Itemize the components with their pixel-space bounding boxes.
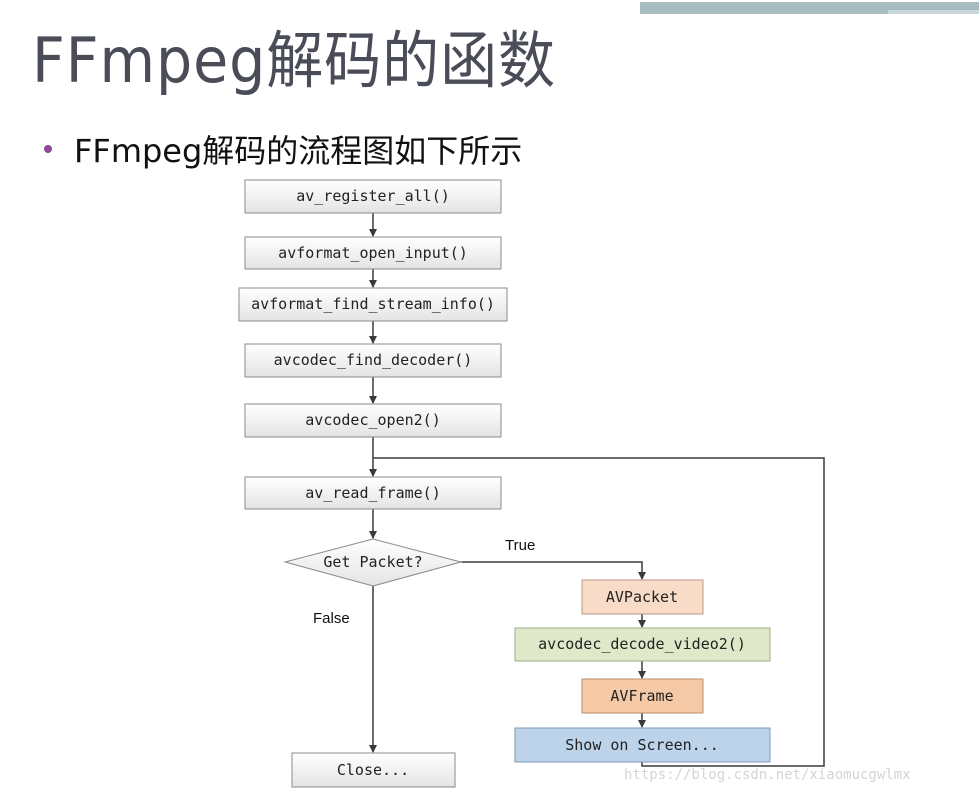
node-label: Get Packet? xyxy=(323,553,422,571)
edge-loop-back xyxy=(373,457,825,767)
node-register-all: av_register_all() xyxy=(244,179,502,214)
edge-decision-avpacket xyxy=(461,561,646,580)
edge-label-false: False xyxy=(313,610,350,627)
node-open-input: avformat_open_input() xyxy=(244,236,502,270)
node-label: Close... xyxy=(337,761,409,779)
watermark-url: https://blog.csdn.net/xiaomucgwlmx xyxy=(624,767,911,783)
node-label: avcodec_decode_video2() xyxy=(538,635,746,653)
node-label: avcodec_open2() xyxy=(305,411,440,429)
node-label: avformat_open_input() xyxy=(278,244,468,262)
node-label: av_register_all() xyxy=(296,187,450,205)
node-get-packet-decision: Get Packet? xyxy=(283,538,463,587)
bullet-item: FFmpeg解码的流程图如下所示 xyxy=(44,126,522,172)
node-open2: avcodec_open2() xyxy=(244,403,502,438)
edge-label-true: True xyxy=(505,537,535,554)
node-show-on-screen: Show on Screen... xyxy=(514,727,771,763)
node-label: AVPacket xyxy=(606,588,678,606)
flow-edges xyxy=(369,213,825,767)
node-close: Close... xyxy=(291,752,456,788)
node-label: AVFrame xyxy=(610,687,673,705)
node-read-frame: av_read_frame() xyxy=(244,476,502,510)
node-label: avcodec_find_decoder() xyxy=(274,351,473,369)
node-find-decoder: avcodec_find_decoder() xyxy=(244,343,502,378)
node-avframe: AVFrame xyxy=(581,678,704,714)
node-decode-video2: avcodec_decode_video2() xyxy=(514,627,771,662)
bullet-dot-icon xyxy=(44,145,52,153)
node-label: avformat_find_stream_info() xyxy=(251,295,495,313)
node-avpacket: AVPacket xyxy=(581,579,704,615)
decorative-top-bar-accent xyxy=(888,10,979,14)
node-label: Show on Screen... xyxy=(565,736,719,754)
node-label: av_read_frame() xyxy=(305,484,440,502)
node-find-stream-info: avformat_find_stream_info() xyxy=(238,287,508,322)
page-title: FFmpeg解码的函数 xyxy=(32,24,557,97)
bullet-text: FFmpeg解码的流程图如下所示 xyxy=(74,132,523,170)
